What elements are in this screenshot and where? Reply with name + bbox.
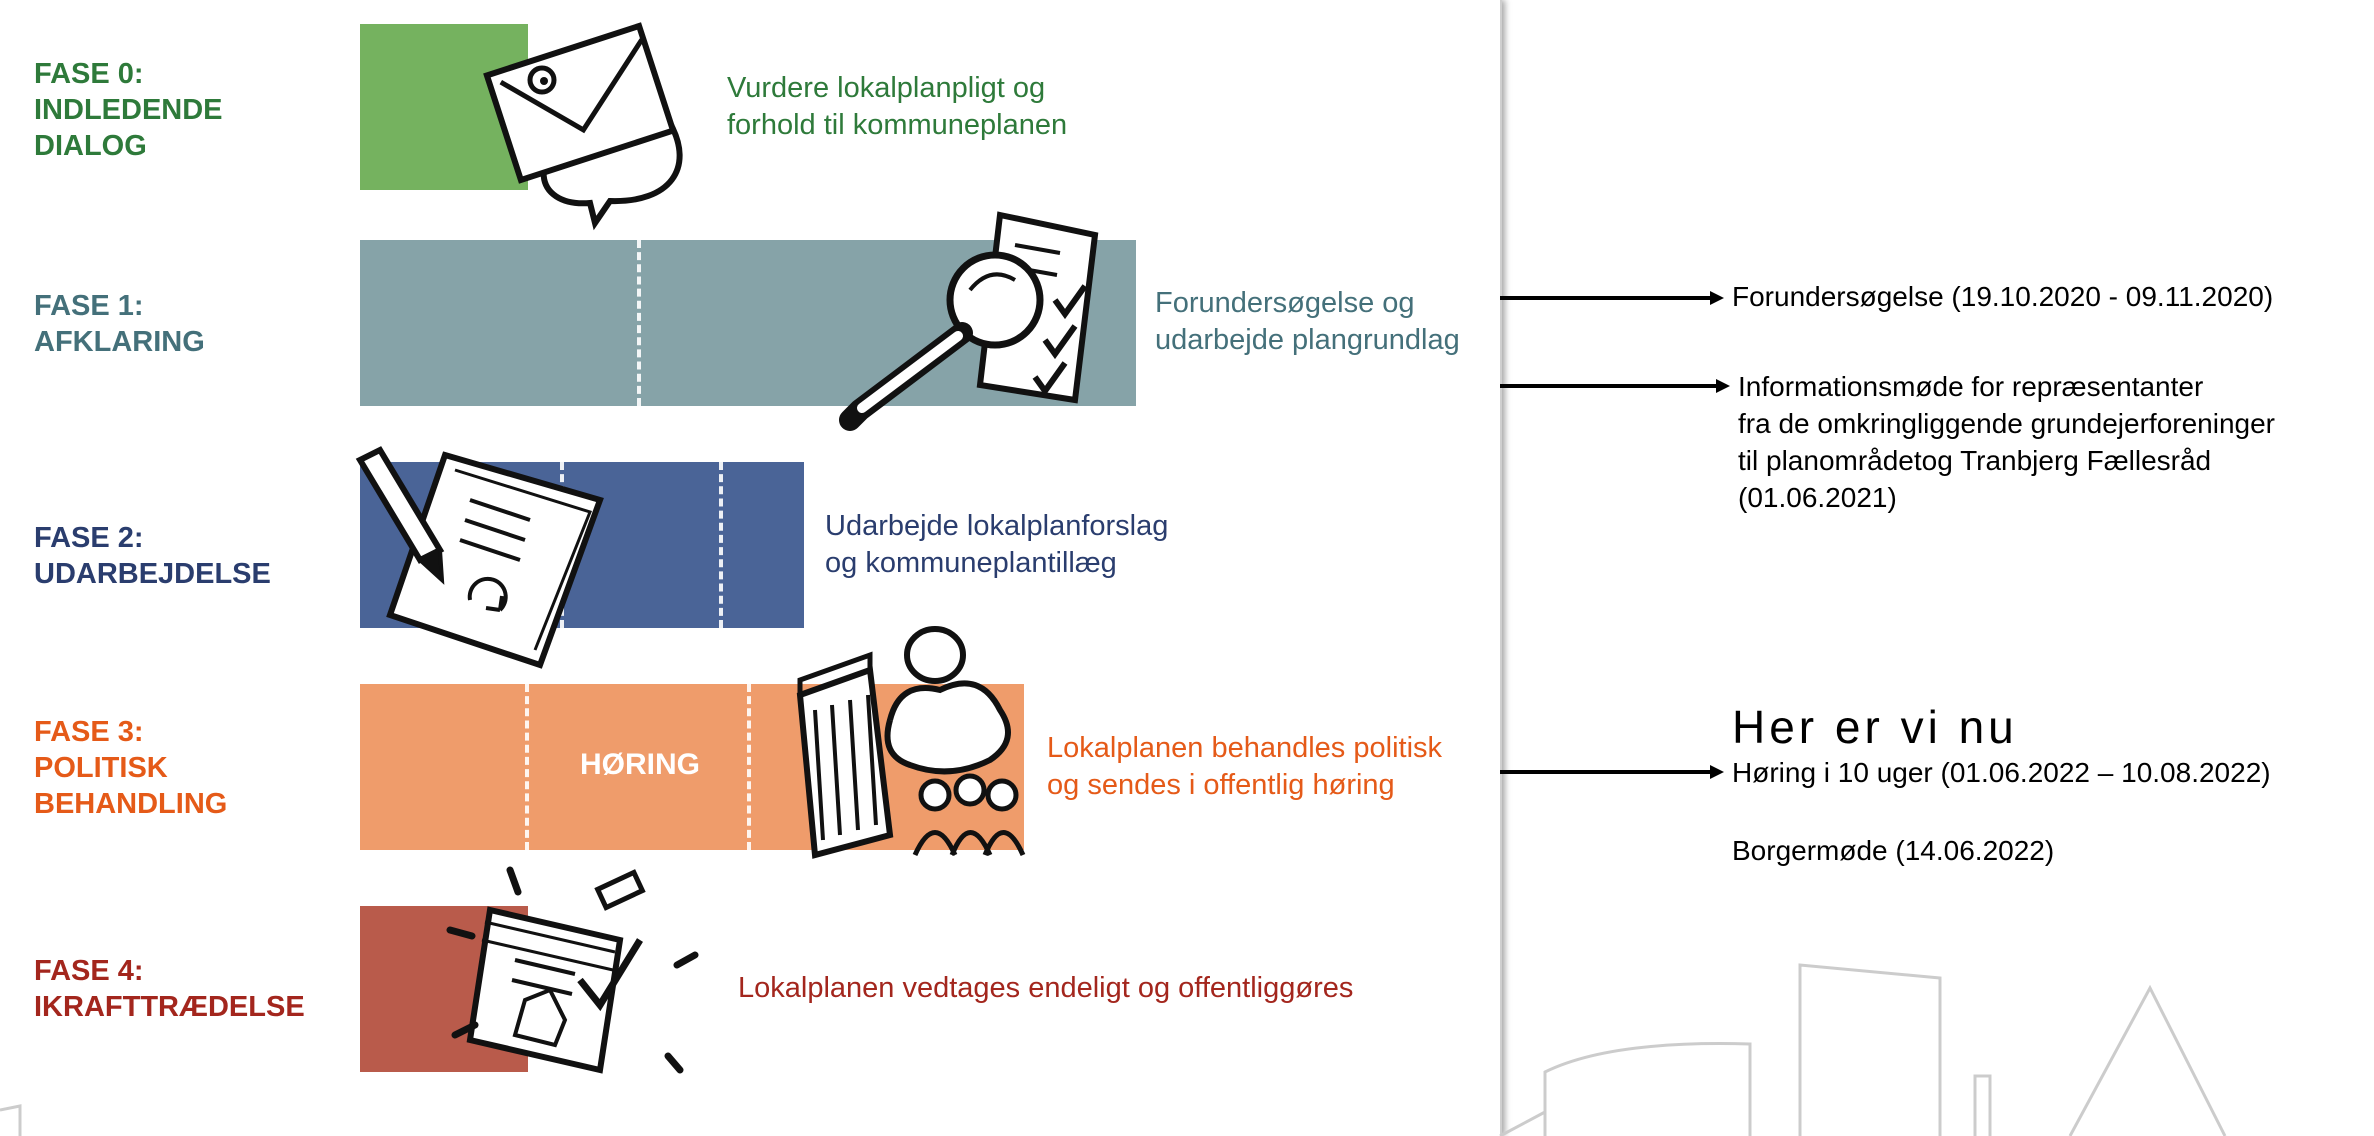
arrow-informationsmoede <box>1500 384 1718 388</box>
phase-3-title: FASE 3: POLITISK BEHANDLING <box>34 716 228 820</box>
here-we-are-label: Her er vi nu <box>1732 701 2018 753</box>
phase-3-divider-1 <box>525 684 529 850</box>
phase-2-title: FASE 2: UDARBEJDELSE <box>34 522 271 590</box>
arrow-hoering <box>1500 770 1712 774</box>
note-informationsmoede: Informationsmøde for repræsentanter fra … <box>1738 371 2276 513</box>
phase-1-title: FASE 1: AFKLARING <box>34 290 205 358</box>
hoering-bar-label: HØRING <box>580 748 700 781</box>
note-borgermoede: Borgermøde (14.06.2022) <box>1732 835 2055 866</box>
phase-1-divider <box>637 240 641 406</box>
phase-3-divider-2 <box>747 684 751 850</box>
arrowhead-informationsmoede <box>1716 379 1730 393</box>
phase-1-description: Forundersøgelse og udarbejde plangrundla… <box>1155 287 1460 356</box>
town-hall-people-icon <box>796 626 1026 859</box>
note-forundersoegelse: Forundersøgelse (19.10.2020 - 09.11.2020… <box>1732 281 2274 312</box>
phase-0-description: Vurdere lokalplanpligt og forhold til ko… <box>727 72 1068 141</box>
phase-3-description: Lokalplanen behandles politisk og sendes… <box>1047 732 1443 801</box>
phase-4-description: Lokalplanen vedtages endeligt og offentl… <box>738 972 1354 1004</box>
note-hoering: Høring i 10 uger (01.06.2022 – 10.08.202… <box>1732 757 2271 788</box>
process-diagram-panel: FASE 0: INDLEDENDE DIALOG Vurdere lokalp… <box>34 0 1502 1136</box>
magnifier-checklist-icon <box>839 211 1099 431</box>
arrowhead-hoering <box>1710 765 1724 779</box>
signed-document-icon <box>446 866 699 1074</box>
pencil-document-icon <box>355 446 604 669</box>
arrowhead-forundersoegelse <box>1710 291 1724 305</box>
phase-2-divider-2 <box>719 462 723 628</box>
phase-0-title: FASE 0: INDLEDENDE DIALOG <box>34 58 223 162</box>
arrow-forundersoegelse <box>1500 296 1712 300</box>
email-speech-bubble-icon <box>483 22 683 231</box>
phase-2-description: Udarbejde lokalplanforslag og kommunepla… <box>825 510 1169 579</box>
phase-4-title: FASE 4: IKRAFTTRÆDELSE <box>34 955 305 1023</box>
